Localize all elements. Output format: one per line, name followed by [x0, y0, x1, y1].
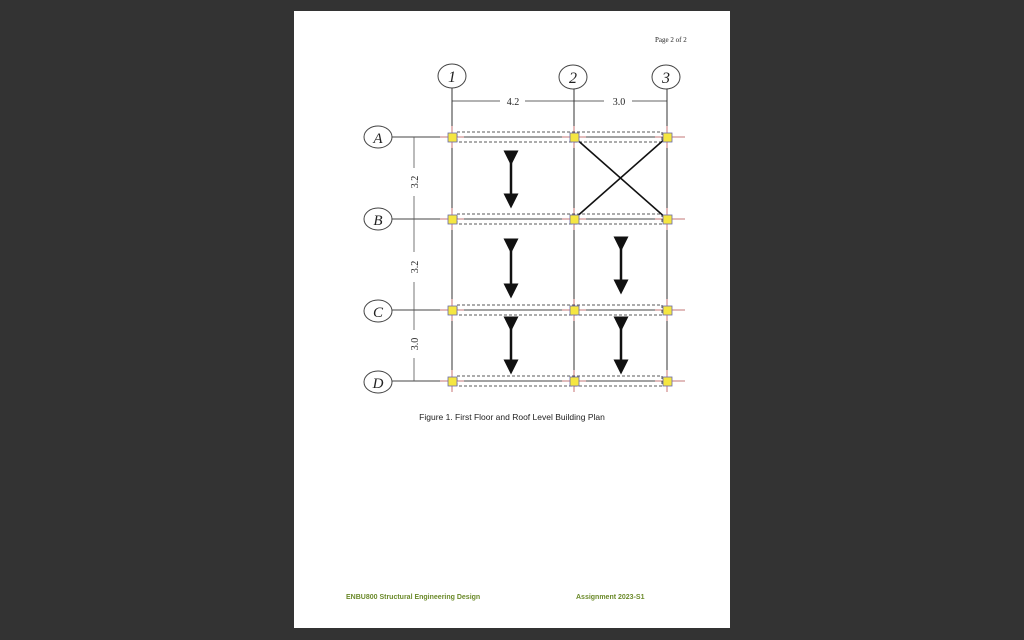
page-number: Page 2 of 2 — [655, 36, 687, 44]
dim-row-B-C: 3.2 — [410, 261, 421, 274]
span-direction-arrows — [503, 150, 629, 375]
grid-label-C: C — [373, 305, 384, 321]
dim-col-1-2: 4.2 — [507, 97, 520, 108]
grid-label-D: D — [372, 376, 384, 392]
grid-label-A: A — [372, 131, 383, 147]
dim-row-A-B: 3.2 — [410, 176, 421, 189]
column-markers — [447, 132, 673, 387]
grid-label-B: B — [373, 213, 382, 229]
dim-row-C-D: 3.0 — [410, 338, 421, 351]
horizontal-grid-lines — [392, 136, 685, 382]
grid-label-1: 1 — [448, 69, 456, 86]
vertical-grid-lines — [451, 88, 668, 392]
grid-label-2: 2 — [569, 70, 577, 87]
row-grid-bubbles — [363, 125, 393, 394]
figure-caption: Figure 1. First Floor and Roof Level Bui… — [419, 412, 605, 422]
footer-assignment: Assignment 2023-S1 — [576, 594, 645, 601]
red-axis-marks — [440, 126, 685, 392]
footer-course: ENBU800 Structural Engineering Design — [346, 594, 481, 601]
dim-col-2-3: 3.0 — [613, 97, 626, 108]
grid-label-3: 3 — [661, 70, 670, 87]
column-grid-bubbles — [437, 63, 681, 90]
beam-outlines — [456, 131, 663, 387]
x-bracing — [573, 136, 668, 220]
